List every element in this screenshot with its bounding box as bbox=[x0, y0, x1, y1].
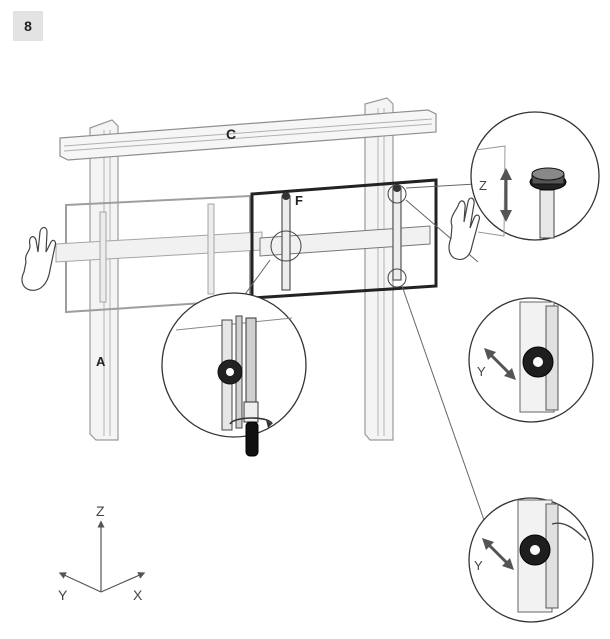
detail-knob-z: Z bbox=[470, 111, 600, 241]
label-crossbar-c: C bbox=[226, 126, 236, 142]
label-bracket-f: F bbox=[295, 193, 303, 208]
axis-z-label: Z bbox=[479, 178, 487, 193]
highlighted-screen-frame bbox=[250, 178, 438, 300]
axis-y-bottom-label: Y bbox=[474, 558, 483, 573]
detail-knob-y-mid: Y bbox=[468, 297, 594, 423]
top-crossbar bbox=[59, 109, 437, 161]
left-hand-icon bbox=[21, 226, 57, 291]
step-number: 8 bbox=[24, 18, 32, 34]
right-upright bbox=[364, 97, 394, 441]
triad-z-label: Z bbox=[96, 503, 105, 519]
axis-triad bbox=[58, 520, 146, 593]
axis-y-mid-label: Y bbox=[477, 364, 486, 379]
triad-y-label: Y bbox=[58, 587, 68, 603]
detail-knob-y-bottom: Y bbox=[468, 497, 594, 623]
step-number-badge: 8 bbox=[13, 11, 43, 41]
detail-screwdriver bbox=[161, 292, 307, 457]
right-hand-icon bbox=[448, 197, 481, 261]
label-upright-a: A bbox=[96, 354, 106, 369]
triad-x-label: X bbox=[133, 587, 143, 603]
